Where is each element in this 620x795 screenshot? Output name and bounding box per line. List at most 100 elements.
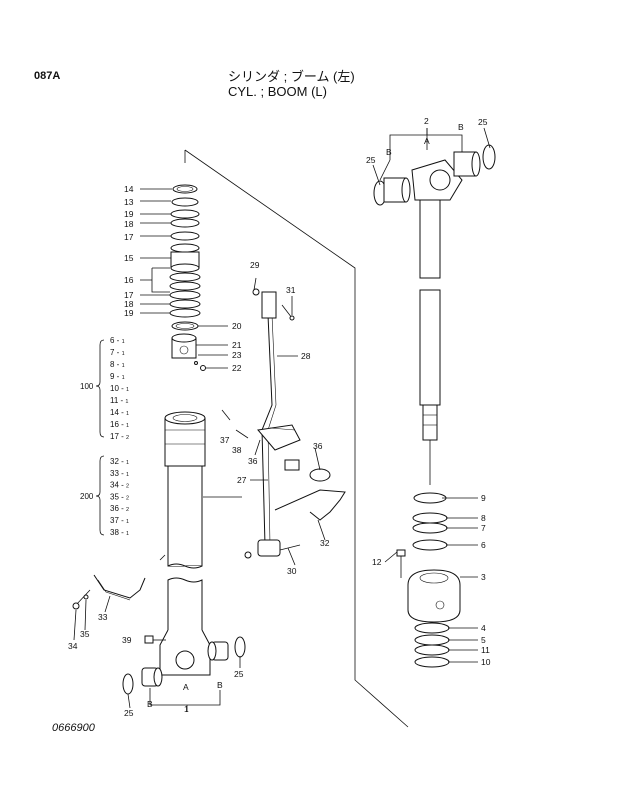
- kit-100-label: 100: [80, 382, 94, 391]
- kit-item-qty: 1: [126, 387, 129, 393]
- cylinder-tube: [159, 411, 211, 676]
- kit-item-38: 38 - 1: [110, 528, 129, 537]
- kit-item-qty: 1: [122, 375, 125, 381]
- frame-lines: [159, 149, 431, 728]
- callout-36: 36: [248, 456, 258, 466]
- callout-3: 3: [481, 572, 486, 582]
- callout-19: 19: [124, 308, 134, 318]
- callout-labels: 14 13 19 18 17 15 16 17 18 19 20 21 23 2…: [68, 116, 491, 718]
- callout-36: 36: [313, 441, 323, 451]
- callout-B: B: [217, 680, 223, 690]
- kit-group-200: 200 32 - 133 - 134 - 235 - 236 - 237 - 1…: [80, 455, 129, 537]
- callout-1: 1: [184, 704, 189, 714]
- kit-group-100: 100 6 - 1 7 - 1 8 - 1 9 - 1 10 - 1 11 - 1 14 -…: [80, 336, 129, 441]
- kit-item-36: 36 - 2: [110, 504, 129, 513]
- callout-22: 22: [232, 363, 242, 373]
- ball: [194, 361, 198, 365]
- kit-item-qty: 2: [126, 495, 129, 501]
- kit-item-qty: 1: [126, 472, 129, 478]
- callout-2: 2: [424, 116, 429, 126]
- kit-item-qty: 1: [126, 423, 129, 429]
- callout-29: 29: [250, 260, 260, 270]
- leader-lines: [73, 127, 491, 712]
- callout-35: 35: [80, 629, 90, 639]
- callout-28: 28: [301, 351, 311, 361]
- pin-bush-left: [122, 636, 246, 695]
- callout-A: A: [183, 682, 189, 692]
- callout-A: A: [424, 136, 430, 146]
- title-japanese: シリンダ ; ブーム (左): [228, 69, 355, 84]
- callout-B: B: [147, 699, 153, 709]
- callout-25: 25: [478, 117, 488, 127]
- callout-32: 32: [320, 538, 330, 548]
- kit-item-9: 9 - 1: [110, 372, 125, 381]
- callout-8: 8: [481, 513, 486, 523]
- kit-item-qty: 1: [126, 531, 129, 537]
- kit-item-qty: 1: [122, 339, 125, 345]
- kit-item-qty: 2: [126, 435, 129, 441]
- cylinder-head: [396, 549, 461, 623]
- callout-25: 25: [234, 669, 244, 679]
- kit-item-17: 17 - 2: [110, 432, 129, 441]
- callout-19: 19: [124, 209, 134, 219]
- callout-11: 11: [481, 645, 490, 655]
- callout-13: 13: [124, 197, 134, 207]
- callout-30: 30: [287, 566, 297, 576]
- callout-23: 23: [232, 350, 242, 360]
- callout-34: 34: [68, 641, 78, 651]
- kit-item-33: 33 - 1: [110, 469, 129, 478]
- callout-4: 4: [481, 623, 486, 633]
- callout-6: 6: [481, 540, 486, 550]
- callout-31: 31: [286, 285, 296, 295]
- piston-nut: [171, 333, 197, 359]
- hose-clamp-bracket: [72, 574, 146, 610]
- callout-37: 37: [220, 435, 230, 445]
- callout-17: 17: [124, 290, 134, 300]
- kit-item-14: 14 - 1: [110, 408, 129, 417]
- kit-item-10: 10 - 1: [110, 384, 129, 393]
- piston-seals: [412, 492, 448, 551]
- kit-item-34: 34 - 2: [110, 481, 129, 490]
- kit-item-6: 6 - 1: [110, 336, 125, 345]
- kit-item-qty: 2: [126, 507, 129, 513]
- callout-39: 39: [122, 635, 132, 645]
- kit-item-37: 37 - 1: [110, 516, 129, 525]
- head-seals: [414, 622, 450, 668]
- callout-B: B: [458, 122, 464, 132]
- hydraulic-pipe: [244, 288, 301, 559]
- kit-item-qty: 1: [125, 399, 128, 405]
- callout-17: 17: [124, 232, 134, 242]
- callout-16: 16: [124, 275, 134, 285]
- callout-38: 38: [232, 445, 242, 455]
- drawing-number: 0666900: [52, 722, 95, 734]
- callout-14: 14: [124, 184, 134, 194]
- kit-item-8: 8 - 1: [110, 360, 125, 369]
- kit-item-16: 16 - 1: [110, 420, 129, 429]
- title-english: CYL. ; BOOM (L): [228, 84, 327, 99]
- piston-rod: [373, 144, 496, 441]
- kit-item-qty: 1: [122, 363, 125, 369]
- grease-fitting: [144, 635, 166, 644]
- kit-item-35: 35 - 2: [110, 492, 129, 501]
- pipe-clamp-bracket: [221, 409, 346, 521]
- kit-item-qty: 1: [126, 411, 129, 417]
- callout-33: 33: [98, 612, 108, 622]
- kit-item-qty: 1: [122, 351, 125, 357]
- callout-25: 25: [366, 155, 376, 165]
- kit-item-qty: 1: [126, 519, 129, 525]
- callout-18: 18: [124, 299, 134, 309]
- kit-item-qty: 1: [126, 460, 129, 466]
- callout-12: 12: [372, 557, 382, 567]
- kit-item-11: 11 - 1: [110, 396, 128, 405]
- kit-200-label: 200: [80, 492, 94, 501]
- callout-B: B: [386, 147, 392, 157]
- set-screw: [200, 365, 206, 371]
- callout-18: 18: [124, 219, 134, 229]
- kit-item-7: 7 - 1: [110, 348, 125, 357]
- callout-21: 21: [232, 340, 242, 350]
- callout-10: 10: [481, 657, 491, 667]
- page-code: 087A: [34, 70, 61, 82]
- callout-7: 7: [481, 523, 486, 533]
- callout-25: 25: [124, 708, 134, 718]
- callout-5: 5: [481, 635, 486, 645]
